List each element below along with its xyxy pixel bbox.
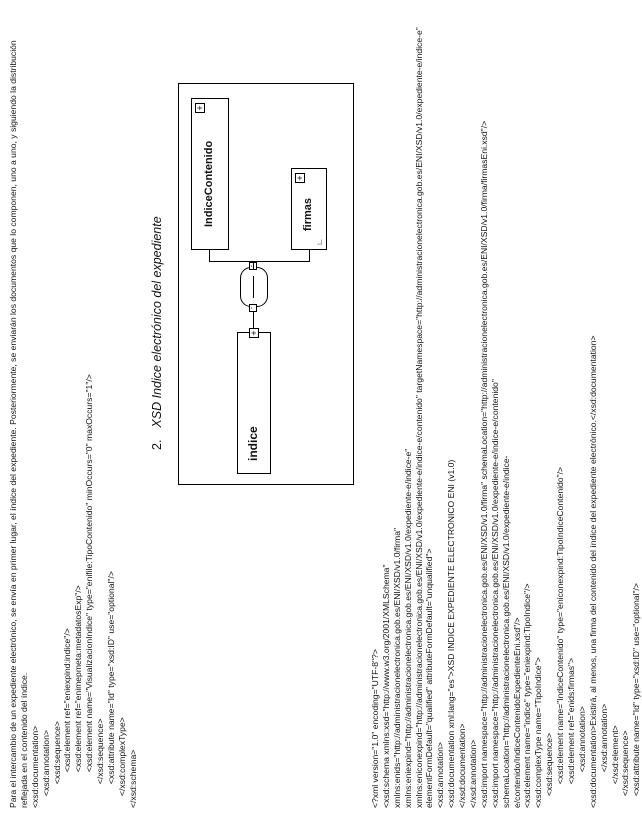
text-line: </xsd:sequence> [95, 718, 106, 808]
text-line: <xsd:element ref="eniexpind:indice"/> [62, 628, 73, 808]
node-firmas-label: firmas [302, 197, 314, 231]
text-line: <xsd:schema xmlns:xsd="http://www.w3.org… [380, 564, 391, 809]
text-line: e/contenido/IndiceContenidoExpedienteEni… [511, 617, 522, 808]
text-line: <xsd:sequence> [544, 732, 555, 808]
text-line: xmlns:eniexpind="http://administracionel… [402, 448, 413, 808]
text-line: <xsd:documentation>Existirá, al menos, u… [587, 335, 598, 808]
text-line: <xsd:sequence> [51, 721, 62, 808]
compositor-left-icon: - [249, 304, 257, 312]
text-line: <xsd:documentation xml:lang="es">XSD IND… [446, 459, 457, 808]
text-line: <xsd:documentation> [29, 725, 40, 808]
text-line: </xsd:schema> [127, 749, 138, 808]
text-line: </xsd:sequence> [620, 730, 631, 808]
text-line: <xsd:element ref="enimepmeta:metadatosEx… [73, 585, 84, 808]
text-line: </xsd:annotation> [598, 703, 609, 808]
text-line: <xsd:element name="VisualizacionIndice" … [84, 374, 95, 808]
figure-title: XSD Indice electrónico del expediente [150, 216, 164, 428]
xsd-diagram: indice + - - IndiceContenido + firmas + … [178, 83, 354, 485]
sequence-dot-line [253, 276, 254, 298]
expand-icon: + [195, 103, 205, 113]
branch-from-sequence [253, 262, 254, 269]
text-line: <xsd:import namespace="http://administra… [478, 120, 489, 808]
text-line: </xsd:annotation> [468, 739, 479, 808]
figure-number: 2. [150, 439, 164, 450]
multiplicity-icon: ∟ [315, 238, 324, 246]
text-line: <xsd:element name="indice" type="eniexpi… [522, 583, 533, 808]
text-line: </xsd:documentation> [457, 723, 468, 808]
sequence-compositor-icon: - - [240, 262, 268, 312]
expand-icon: + [249, 328, 259, 338]
intro-text: Para el intercambio de un expediente ele… [8, 40, 139, 808]
text-line: <xsd:element ref="enids:firmas"> [566, 657, 577, 808]
node-indice-label: indice [246, 426, 260, 461]
text-line: </xsd:complexType> [116, 717, 127, 808]
text-line: <xsd:annotation> [435, 742, 446, 808]
text-line: <xsd:annotation> [40, 730, 51, 808]
text-line: <xsd:import namespace="http://administra… [489, 379, 500, 808]
text-line: <xsd:attribute name="Id" type="xsd:ID" u… [631, 583, 642, 808]
text-line: <xsd:attribute name="Id" type="xsd:ID" u… [106, 571, 117, 808]
branch-to-indicecontenido [209, 250, 210, 262]
node-firmas: firmas + ∟ [291, 168, 327, 250]
text-line: </xsd:element> [609, 725, 620, 808]
figure-caption: 2. XSD Indice electrónico del expediente [150, 216, 164, 450]
branch-trunk-line [209, 261, 309, 262]
text-line: xmlns:eniconexpind="http://administracio… [413, 27, 424, 808]
text-line: elementFormDefault="qualified" attribute… [424, 548, 435, 808]
branch-to-firmas [309, 250, 310, 262]
node-indice: indice + [237, 328, 271, 474]
code-block: <?xml version="1.0" encoding="UTF-8"?><x… [370, 27, 642, 808]
text-line: <xsd:annotation> [576, 706, 587, 808]
text-line: xmlns:enids="http://administracionelectr… [391, 527, 402, 808]
text-line: schemaLocation="http://administracionele… [500, 455, 511, 809]
text-line: Para el intercambio de un expediente ele… [8, 40, 18, 808]
text-line: reflejada en el contenido del índice. [18, 672, 29, 808]
node-indice-contenido: IndiceContenido + [191, 98, 229, 250]
text-line: <?xml version="1.0" encoding="UTF-8"?> [370, 649, 380, 808]
text-line: <xsd:complexType name="TipoIndice"> [533, 657, 544, 808]
text-line: <xsd:element name="IndiceContenido" type… [555, 466, 566, 808]
expand-icon: + [295, 173, 305, 183]
node-indice-contenido-label: IndiceContenido [203, 140, 215, 227]
